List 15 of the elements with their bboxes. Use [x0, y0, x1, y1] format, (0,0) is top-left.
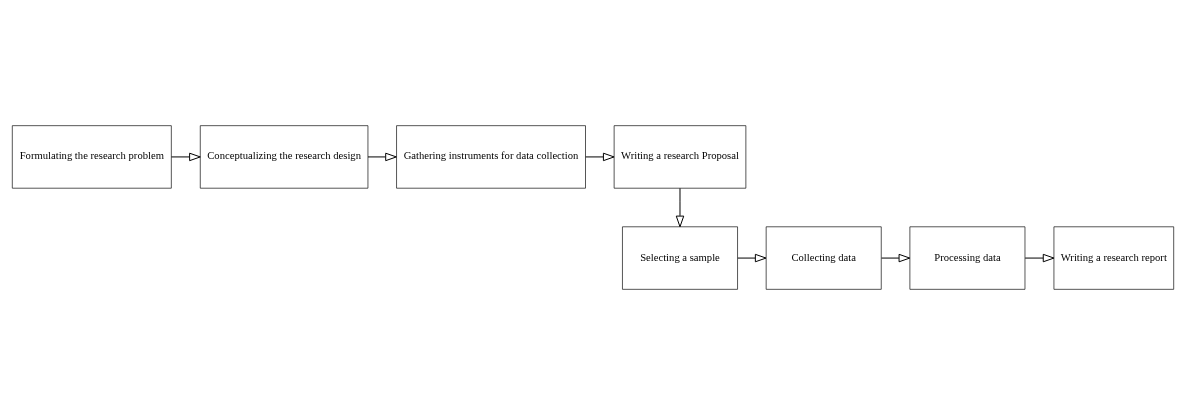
arrow: [367, 152, 397, 162]
node-box: Selecting a sample: [622, 226, 738, 290]
node-box: Gathering instruments for data collection: [396, 125, 586, 189]
arrow: [1024, 253, 1055, 263]
arrow: [170, 152, 201, 162]
node-box: Collecting data: [765, 226, 882, 290]
node-box: Writing a research report: [1053, 226, 1175, 290]
arrow: [585, 152, 615, 162]
node-box: Writing a research Proposal: [613, 125, 747, 189]
node-box: Formulating the research problem: [11, 125, 172, 189]
node-box: Processing data: [909, 226, 1026, 290]
node-box: Conceptualizing the research design: [199, 125, 369, 189]
arrow: [675, 187, 685, 228]
arrow: [737, 253, 767, 263]
arrow: [881, 253, 911, 263]
